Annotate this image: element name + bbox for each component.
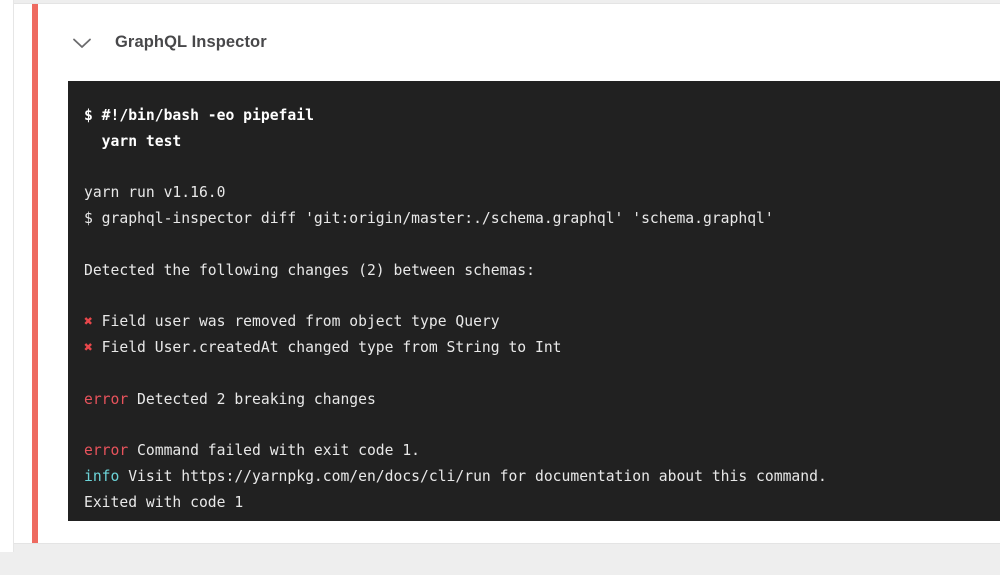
command-text: $ #!/bin/bash -eo pipefail	[84, 107, 314, 124]
terminal-command-line: $ #!/bin/bash -eo pipefail	[84, 103, 1000, 129]
info-label: info	[84, 468, 120, 486]
terminal-blank-line	[84, 284, 1000, 310]
terminal-blank-line	[84, 155, 1000, 181]
terminal-blank-line	[84, 413, 1000, 439]
terminal-command-line: yarn test	[84, 129, 1000, 155]
breaking-change-text: Field User.createdAt changed type from S…	[92, 339, 562, 357]
terminal-log: $ #!/bin/bash -eo pipefail yarn test yar…	[84, 103, 1000, 516]
terminal-output-line: $ graphql-inspector diff 'git:origin/mas…	[84, 206, 1000, 232]
terminal-breaking-change-line: ✖ Field User.createdAt changed type from…	[84, 335, 1000, 361]
error-message: Command failed with exit code 1.	[128, 442, 421, 460]
terminal-output-line: Detected the following changes (2) betwe…	[84, 258, 1000, 284]
terminal-output-panel[interactable]: $ #!/bin/bash -eo pipefail yarn test yar…	[68, 81, 1000, 521]
breaking-change-text: Field user was removed from object type …	[92, 313, 500, 331]
error-label: error	[84, 390, 129, 408]
build-step-card: GraphQL Inspector $ #!/bin/bash -eo pipe…	[14, 3, 1000, 544]
status-rail-failed	[32, 4, 38, 543]
build-step-header[interactable]: GraphQL Inspector	[38, 4, 1000, 81]
error-label: error	[84, 442, 129, 460]
cross-mark-icon: ✖	[84, 313, 93, 331]
chevron-down-icon[interactable]	[69, 30, 95, 56]
output-text: Exited with code 1	[84, 493, 244, 511]
terminal-breaking-change-line: ✖ Field user was removed from object typ…	[84, 309, 1000, 335]
page-title: GraphQL Inspector	[115, 33, 267, 51]
left-gutter	[0, 0, 14, 552]
terminal-output-line: yarn run v1.16.0	[84, 180, 1000, 206]
cross-mark-icon: ✖	[84, 339, 93, 357]
terminal-output-line: Exited with code 1	[84, 490, 1000, 516]
terminal-blank-line	[84, 361, 1000, 387]
info-message: Visit https://yarnpkg.com/en/docs/cli/ru…	[119, 468, 827, 486]
terminal-info-line: info Visit https://yarnpkg.com/en/docs/c…	[84, 464, 1000, 490]
terminal-error-line: error Detected 2 breaking changes	[84, 387, 1000, 413]
terminal-blank-line	[84, 232, 1000, 258]
output-text: yarn run v1.16.0	[84, 184, 226, 202]
terminal-error-line: error Command failed with exit code 1.	[84, 438, 1000, 464]
error-message: Detected 2 breaking changes	[128, 390, 376, 408]
output-text: Detected the following changes (2) betwe…	[84, 261, 535, 279]
command-text: yarn test	[84, 132, 182, 150]
output-text: $ graphql-inspector diff 'git:origin/mas…	[84, 210, 774, 228]
